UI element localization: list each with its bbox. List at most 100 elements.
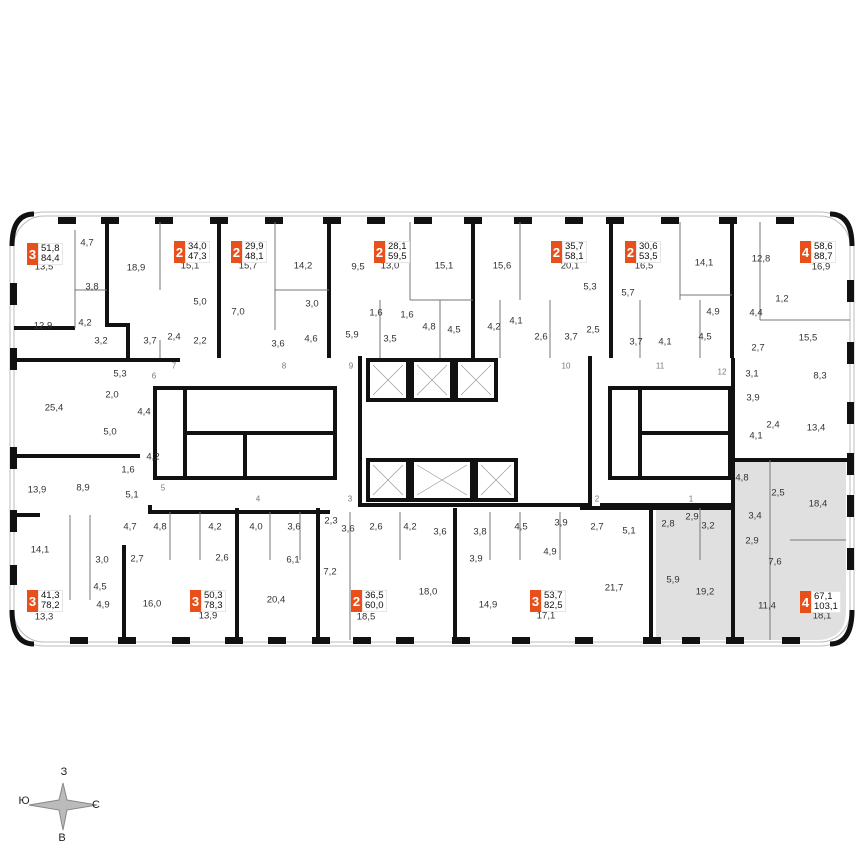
room-area-label: 2,0 [105, 389, 119, 401]
living-area: 28,1 [388, 241, 407, 252]
room-area-label: 15,5 [798, 332, 818, 344]
room-area-label: 4,9 [96, 599, 110, 611]
room-area-label: 2,7 [751, 342, 765, 354]
room-area-label: 4,2 [403, 521, 417, 533]
living-area: 35,7 [565, 241, 584, 252]
room-area-label: 4,5 [698, 331, 712, 343]
total-area: 78,2 [41, 600, 60, 611]
entrance-number: 8 [281, 361, 287, 371]
room-area-label: 4,2 [146, 451, 160, 463]
room-area-label: 14,1 [30, 544, 50, 556]
room-count: 2 [231, 241, 242, 263]
room-area-label: 5,3 [583, 281, 597, 293]
room-count: 3 [27, 590, 38, 612]
entrance-number: 7 [171, 361, 177, 371]
living-area: 50,3 [204, 590, 223, 601]
room-area-label: 7,2 [323, 566, 337, 578]
room-area-label: 14,9 [478, 599, 498, 611]
total-area: 78,3 [204, 600, 223, 611]
room-area-label: 15,6 [492, 260, 512, 272]
room-area-label: 9,5 [351, 261, 365, 273]
columns [10, 217, 854, 644]
room-area-label: 4,2 [208, 521, 222, 533]
room-area-label: 3,0 [305, 298, 319, 310]
room-area-label: 18,0 [418, 586, 438, 598]
room-area-label: 16,5 [634, 260, 654, 272]
room-area-label: 16,9 [811, 261, 831, 273]
room-area-label: 15,7 [238, 260, 258, 272]
room-area-label: 3,6 [433, 526, 447, 538]
room-area-label: 4,5 [514, 521, 528, 533]
room-area-label: 1,6 [121, 464, 135, 476]
room-area-label: 2,5 [771, 487, 785, 499]
entrance-number: 11 [655, 361, 665, 371]
room-area-label: 2,7 [590, 521, 604, 533]
room-area-label: 4,7 [80, 237, 94, 249]
room-area-label: 5,1 [622, 525, 636, 537]
room-area-label: 12,9 [33, 320, 53, 332]
room-area-label: 5,9 [666, 574, 680, 586]
room-area-label: 4,8 [153, 521, 167, 533]
room-area-label: 11,4 [758, 600, 776, 612]
room-count: 3 [190, 590, 201, 612]
entrance-number: 10 [561, 361, 571, 371]
room-area-label: 2,4 [766, 419, 780, 431]
elevator-crosses [372, 364, 512, 496]
total-area: 59,5 [388, 251, 407, 262]
room-area-label: 4,1 [509, 315, 523, 327]
living-area: 29,9 [245, 241, 264, 252]
room-area-label: 3,5 [383, 333, 397, 345]
room-count: 2 [374, 241, 385, 263]
room-count: 2 [174, 241, 185, 263]
room-area-label: 20,4 [266, 594, 286, 606]
total-area: 47,3 [188, 251, 207, 262]
entrance-number: 4 [255, 494, 261, 504]
room-area-label: 2,6 [215, 552, 229, 564]
living-area: 41,3 [41, 590, 60, 601]
room-area-label: 21,7 [604, 582, 624, 594]
room-area-label: 5,9 [345, 329, 359, 341]
total-area: 58,1 [565, 251, 584, 262]
room-area-label: 3,8 [85, 281, 99, 293]
room-area-label: 4,8 [735, 472, 749, 484]
room-area-label: 4,8 [422, 321, 436, 333]
entrance-number: 3 [347, 494, 353, 504]
corner-wall [829, 609, 855, 647]
room-area-label: 16,0 [142, 598, 162, 610]
room-area-label: 4,4 [137, 406, 151, 418]
room-area-label: 18,5 [356, 611, 376, 623]
building-outline [9, 211, 855, 647]
room-area-label: 7,6 [768, 556, 782, 568]
room-area-label: 3,6 [341, 523, 355, 535]
room-area-label: 2,8 [661, 518, 675, 530]
compass-icon [28, 782, 98, 831]
room-area-label: 12,8 [751, 253, 771, 265]
room-area-label: 13,0 [380, 260, 400, 272]
total-area: 48,1 [245, 251, 264, 262]
corner-wall [9, 609, 35, 647]
room-count: 3 [27, 243, 38, 265]
corner-wall [9, 211, 35, 247]
room-area-label: 4,2 [78, 317, 92, 329]
